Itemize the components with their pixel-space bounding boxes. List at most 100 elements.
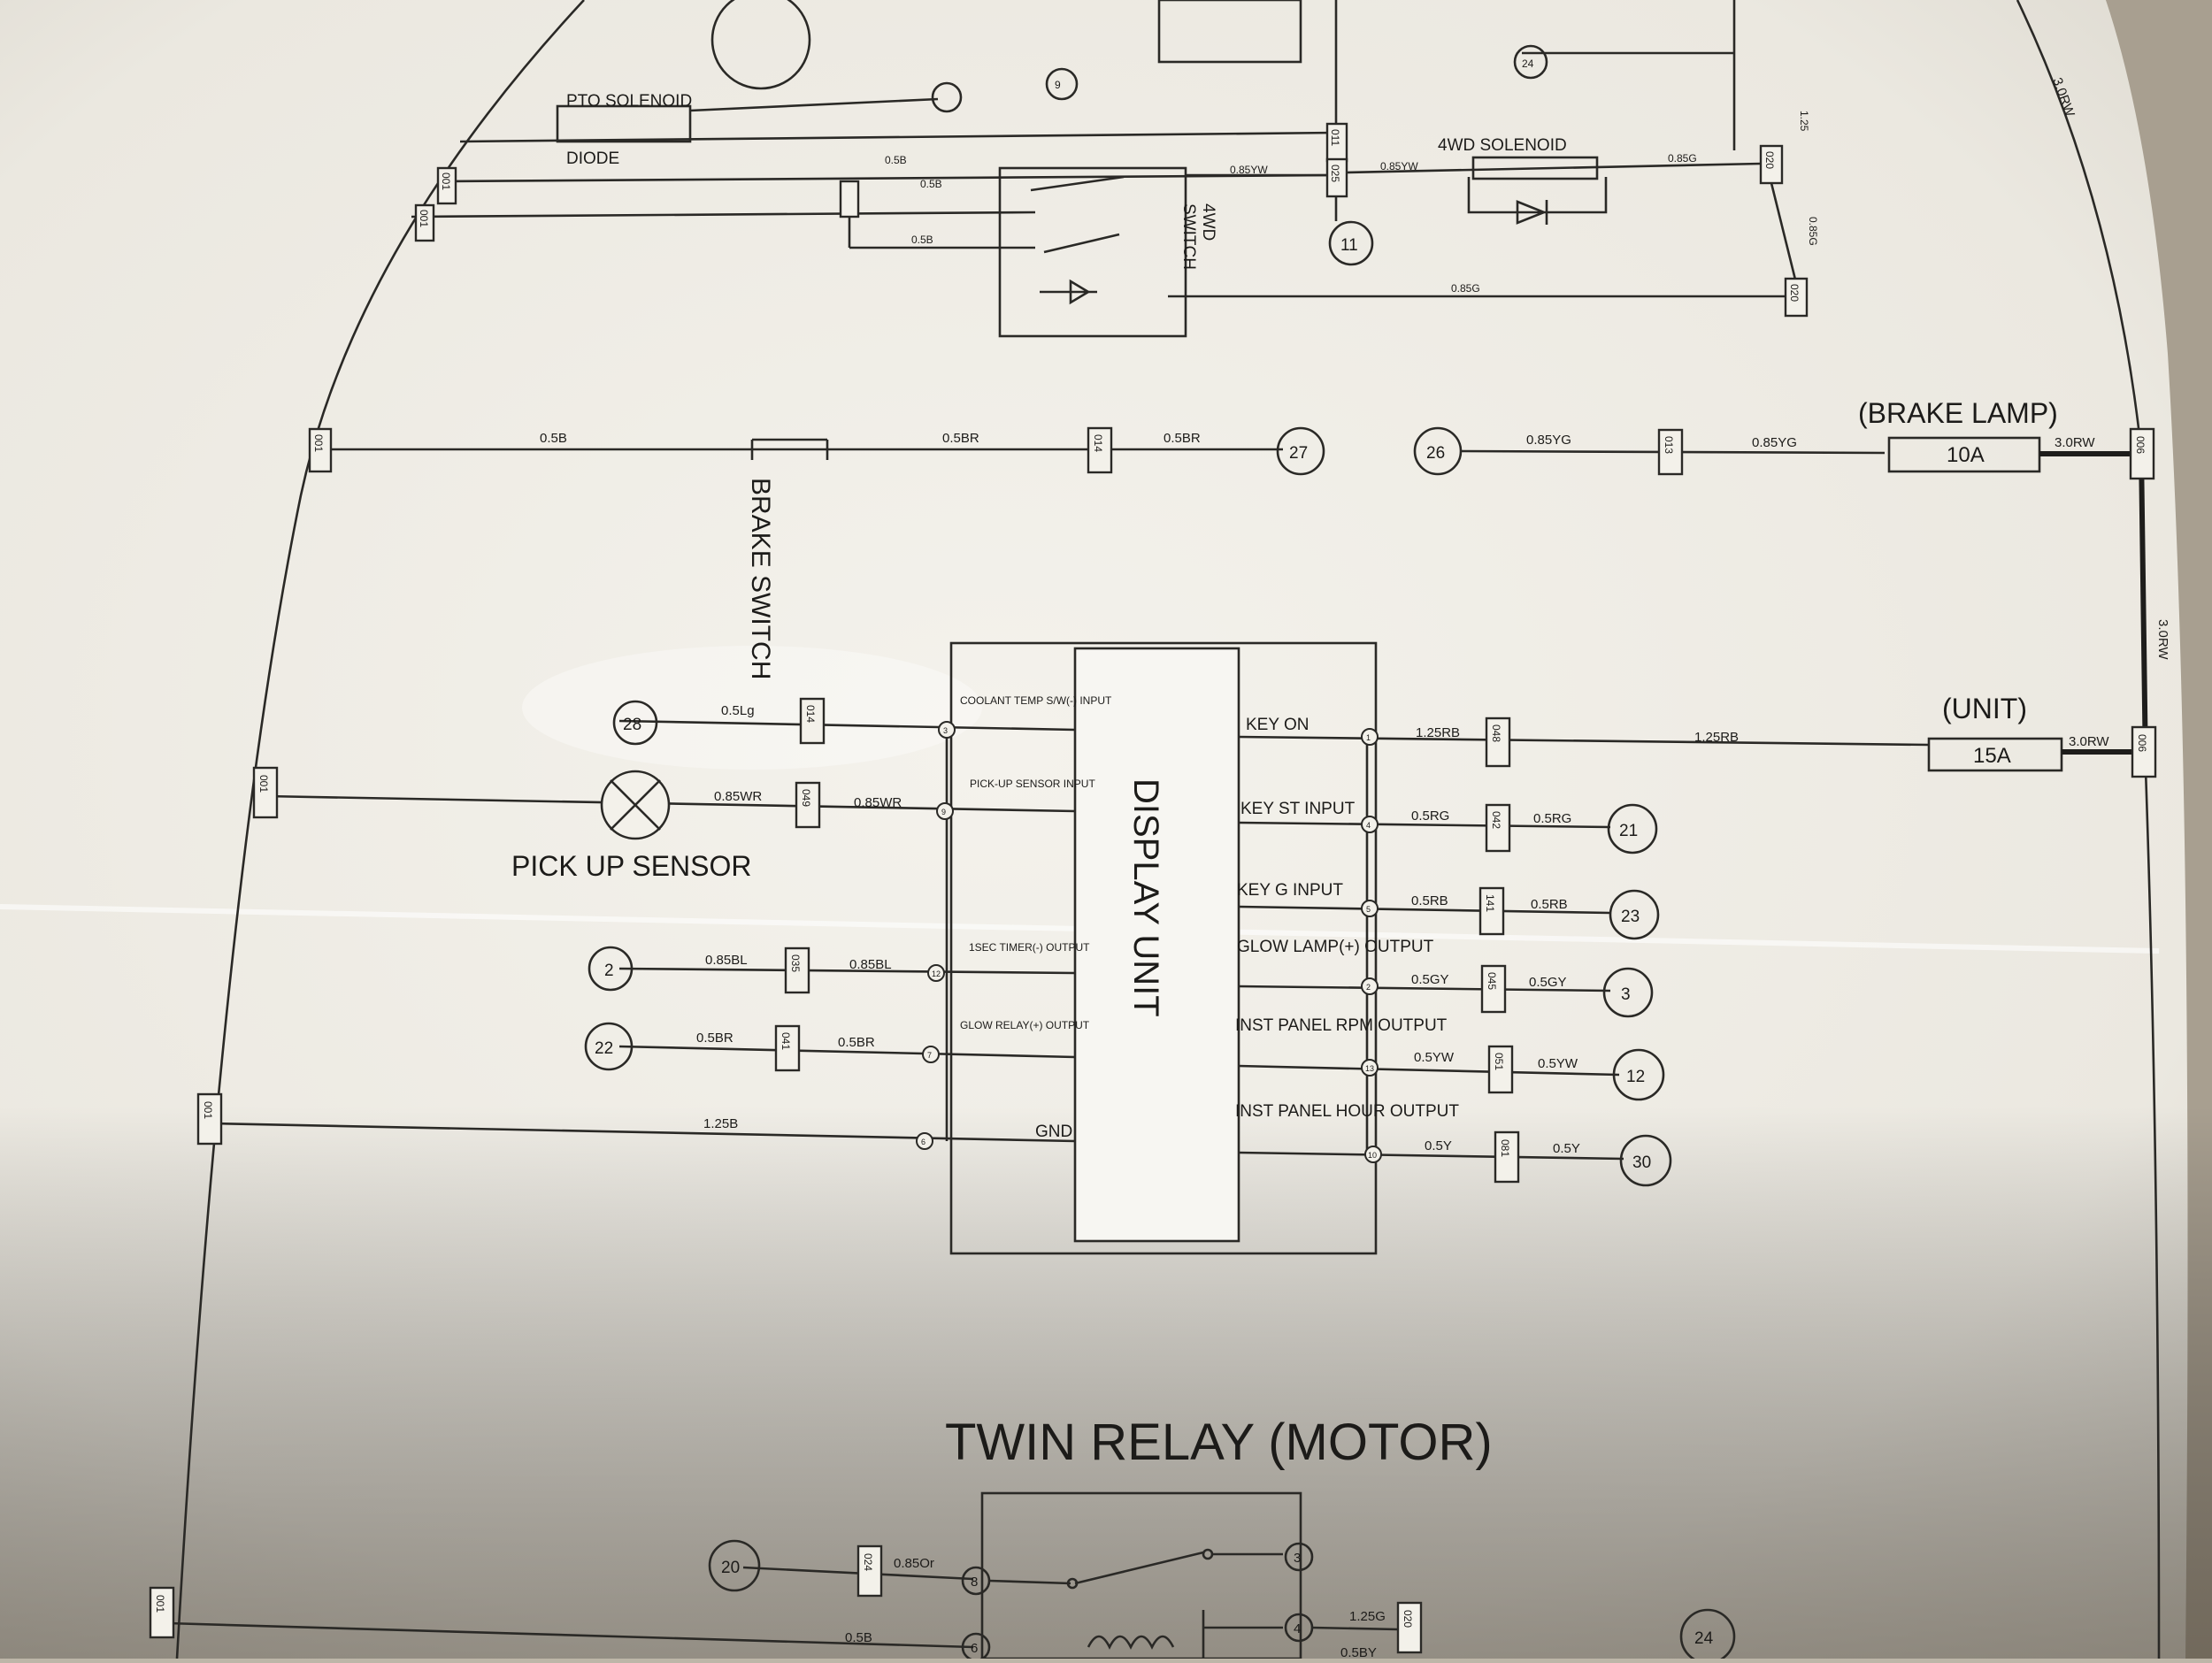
4wd-switch-label-2: SWITCH [1179, 203, 1198, 270]
svg-text:3.0RW: 3.0RW [2069, 734, 2109, 749]
svg-text:020: 020 [1763, 151, 1776, 169]
svg-text:(UNIT): (UNIT) [1942, 693, 2027, 724]
wire-label-05b-top: 0.5B [885, 154, 907, 166]
4wd-lamp-led [1040, 279, 1097, 305]
svg-text:001: 001 [154, 1595, 166, 1613]
pto-terminal [931, 81, 963, 113]
svg-text:GLOW RELAY(+) OUTPUT: GLOW RELAY(+) OUTPUT [960, 1019, 1090, 1031]
svg-text:020: 020 [1788, 284, 1801, 302]
svg-text:4: 4 [1366, 821, 1371, 830]
terminal-11 [1328, 220, 1374, 266]
svg-text:1.25RB: 1.25RB [1416, 725, 1460, 740]
svg-text:INST PANEL HOUR OUTPUT: INST PANEL HOUR OUTPUT [1235, 1102, 1459, 1121]
svg-text:1SEC TIMER(-) OUTPUT: 1SEC TIMER(-) OUTPUT [969, 941, 1090, 954]
svg-text:30: 30 [1632, 1153, 1651, 1172]
svg-text:GND: GND [1035, 1123, 1072, 1141]
terminal-9-top-label: 9 [1055, 79, 1061, 91]
connector-011: 011 [1325, 122, 1348, 163]
svg-text:0.85BL: 0.85BL [849, 957, 892, 972]
svg-text:0.5Lg: 0.5Lg [721, 703, 755, 718]
brake-wire4-label: 0.85YG [1526, 433, 1571, 448]
svg-text:7: 7 [927, 1051, 932, 1060]
brake-terminal-26-label: 26 [1426, 444, 1445, 463]
svg-text:0.5Y: 0.5Y [1553, 1141, 1580, 1156]
4wd-switch-blade-2 [1043, 233, 1120, 254]
svg-text:12: 12 [1626, 1068, 1645, 1086]
left-pin-gnd: 001 1.25B 6 GND [196, 1092, 1076, 1150]
svg-text:INST PANEL RPM OUTPUT: INST PANEL RPM OUTPUT [1235, 1016, 1448, 1035]
svg-text:042: 042 [1490, 811, 1502, 829]
left-pin-timer: 2 0.85BL 035 0.85BL 12 1SEC TIMER(-) OUT… [588, 941, 1090, 994]
display-unit-frame [949, 641, 1378, 1255]
svg-text:1.25RB: 1.25RB [1694, 730, 1739, 745]
svg-text:3: 3 [943, 726, 948, 735]
svg-text:20: 20 [721, 1559, 740, 1577]
brake-left-connector: 001 [308, 427, 333, 473]
connector-001-topleft-2: 001 [414, 203, 435, 242]
svg-text:081: 081 [1499, 1139, 1511, 1157]
svg-text:23: 23 [1621, 908, 1640, 926]
svg-text:045: 045 [1486, 972, 1498, 990]
connector-020-a: 020 [1759, 144, 1784, 185]
4wd-return-vertical [1770, 182, 1798, 284]
pto-wire [689, 97, 939, 112]
svg-text:5: 5 [1366, 905, 1371, 914]
right-pin-key-g: KEY G INPUT 5 0.5RB 141 0.5RB 23 [1237, 881, 1660, 940]
right-bus-3RW [2139, 450, 2148, 770]
svg-text:0.5RG: 0.5RG [1533, 811, 1571, 826]
brake-fuse-value: 10A [1947, 443, 1985, 467]
brake-switch-symbol [750, 438, 829, 460]
left-pin-coolant: 28 0.5Lg 014 3 COOLANT TEMP S/W(-) INPUT [612, 694, 1112, 746]
svg-text:KEY G INPUT: KEY G INPUT [1237, 881, 1343, 900]
top-relay-box [1157, 0, 1302, 64]
svg-text:0.85Or: 0.85Or [894, 1556, 934, 1571]
4wd-switch-box [998, 166, 1187, 338]
svg-text:024: 024 [862, 1553, 874, 1571]
top-meter-circle [710, 0, 811, 90]
svg-text:035: 035 [789, 954, 802, 972]
svg-text:141: 141 [1484, 894, 1496, 912]
right-bus-lower [2144, 769, 2161, 1659]
svg-text:8: 8 [971, 1575, 978, 1590]
wire-label-085g-c: 0.85G [1451, 282, 1480, 295]
glare [522, 646, 982, 770]
right-pin-key-on: KEY ON 1 1.25RB 048 1.25RB (UNIT) 15A 3.… [1238, 693, 2157, 778]
4wd-solenoid-wire [1346, 162, 1762, 174]
left-bus-wire [175, 0, 585, 1659]
4wd-solenoid-diode [1467, 177, 1608, 225]
svg-text:001: 001 [418, 210, 430, 227]
svg-text:2: 2 [604, 962, 614, 980]
svg-text:2: 2 [1366, 983, 1371, 992]
riser-wire-label: 3.0RW [2155, 619, 2170, 660]
twin-relay-title: TWIN RELAY (MOTOR) [945, 1414, 1493, 1471]
svg-text:1: 1 [1366, 733, 1371, 742]
svg-text:4: 4 [1294, 1621, 1301, 1636]
display-unit-body [1073, 647, 1240, 1243]
svg-text:0.5GY: 0.5GY [1411, 972, 1449, 987]
svg-text:0.5BY: 0.5BY [1340, 1645, 1377, 1659]
svg-text:24: 24 [1694, 1629, 1714, 1648]
brake-connector-013: 013 [1657, 428, 1684, 476]
svg-text:041: 041 [780, 1032, 792, 1050]
brake-terminal-27-label: 27 [1289, 444, 1308, 463]
wire-label-05b-low: 0.5B [911, 234, 933, 246]
svg-text:001: 001 [312, 434, 325, 452]
svg-text:048: 048 [1490, 724, 1502, 742]
relay-input-row: 20 024 0.85Or 8 3 [708, 1539, 1314, 1598]
4wd-solenoid-coil [1471, 156, 1599, 180]
svg-text:28: 28 [623, 716, 641, 734]
svg-text:3: 3 [1621, 985, 1631, 1004]
svg-text:0.85BL: 0.85BL [705, 953, 748, 968]
svg-text:0.85WR: 0.85WR [854, 795, 902, 810]
svg-text:0.5RB: 0.5RB [1531, 897, 1568, 912]
svg-text:6: 6 [971, 1641, 978, 1656]
wire-label-085yw-a: 0.85YW [1230, 164, 1268, 176]
svg-text:020: 020 [1402, 1610, 1414, 1628]
pto-solenoid-label: PTO SOLENOID [566, 92, 692, 111]
svg-text:21: 21 [1619, 822, 1638, 840]
diode-label: DIODE [566, 149, 619, 168]
brake-end-connector-006: 006 [2129, 427, 2155, 480]
right-pin-key-st: KEY ST INPUT 4 0.5RG 042 0.5RG 21 [1238, 800, 1658, 854]
